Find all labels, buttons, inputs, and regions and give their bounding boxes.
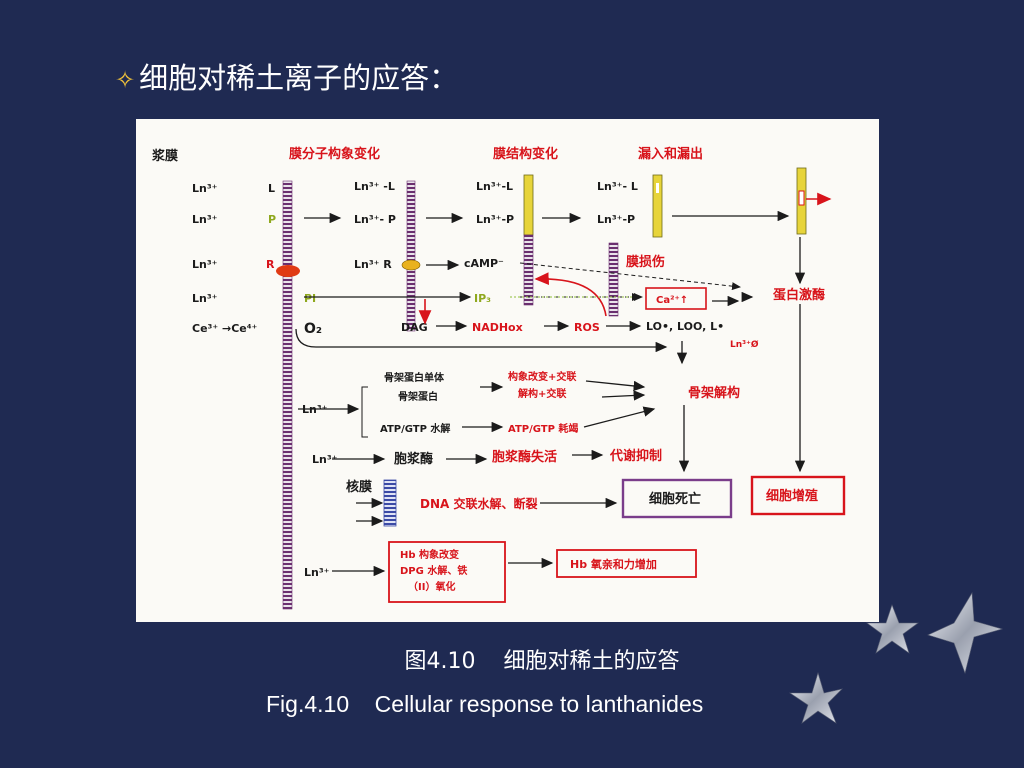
complex-P-3: Ln³⁺-P: [476, 213, 514, 226]
flow-arrows: [295, 210, 806, 577]
radicals-label: LO•, LOO, L•: [646, 320, 724, 333]
calcium-label: Ca²⁺↑: [656, 295, 688, 306]
nadh-label: NADHox: [472, 321, 523, 334]
skeleton-disassembly: 骨架解构: [688, 385, 740, 401]
membrane-bar-4-yellow: [652, 174, 663, 238]
cytoskeleton-bracket: [361, 386, 368, 438]
hb-line-3: （II）氧化: [408, 580, 455, 593]
ion-label-7: Ln³⁺: [304, 566, 330, 579]
complex-L-4: Ln³⁺- L: [597, 180, 638, 193]
receptor-bound-ellipse: [401, 259, 421, 271]
star-icon-small: [866, 604, 919, 654]
cytoplasmic-enzyme: 胞浆酶: [393, 451, 433, 467]
header-structure: 膜结构变化: [493, 146, 558, 162]
dissociation-crosslink: 解构+交联: [518, 387, 566, 400]
complex-P-2: Ln³⁺- P: [354, 213, 396, 226]
ion-label-3: Ln³⁺: [192, 258, 218, 271]
caption-chinese: 图4.10 细胞对稀土的应答: [404, 649, 680, 674]
response-diagram: 浆膜 膜分子构象变化 膜结构变化 漏入和漏出 Ln³⁺ Ln³⁺ Ln³⁺ Ln…: [136, 119, 879, 622]
slide-title: ✧细胞对稀土离子的应答：: [115, 58, 458, 100]
metabolic-inhibition: 代谢抑制: [609, 448, 662, 464]
damaged-membrane-bar: [608, 242, 619, 317]
calcium-box: [645, 287, 707, 310]
receptor-red-ellipse: [276, 265, 300, 277]
ip3-label: IP₃: [474, 292, 491, 305]
membrane-damage-label: 膜损伤: [626, 254, 665, 270]
nuclear-membrane-bar: [383, 479, 397, 527]
ligand-L: L: [268, 182, 275, 195]
cell-proliferation-box: [750, 475, 846, 516]
cytoskeleton-protein: 骨架蛋白: [398, 390, 438, 403]
camp-label: cAMP⁻: [464, 257, 504, 270]
cell-proliferation-label: 细胞增殖: [766, 488, 818, 504]
diagram-svg: 浆膜 膜分子构象变化 膜结构变化 漏入和漏出 Ln³⁺ Ln³⁺ Ln³⁺ Ln…: [151, 146, 846, 610]
membrane-bar-3-yellow: [523, 174, 534, 236]
ion-label-4: Ln³⁺: [192, 292, 218, 305]
dag-label: DAG: [401, 321, 428, 334]
ion-label-2: Ln³⁺: [192, 213, 218, 226]
nuclear-membrane-label: 核膜: [346, 479, 372, 495]
diamond-bullet-icon: ✧: [115, 66, 136, 94]
hb-line-2: DPG 水解、铁: [400, 564, 467, 577]
conformation-crosslink: 构象改变+交联: [508, 370, 576, 383]
header-conformation: 膜分子构象变化: [289, 146, 380, 162]
cytoskeleton-monomer: 骨架蛋白单体: [384, 371, 445, 384]
star-icon-bottom: [789, 671, 843, 724]
hb-affinity-label: Hb 氧亲和力增加: [570, 557, 657, 571]
atp-hydrolysis: ATP/GTP 水解: [380, 422, 450, 435]
cell-death-label: 细胞死亡: [649, 491, 701, 507]
protein-kinase-label: 蛋白激酶: [773, 287, 825, 303]
decorative-stars: [789, 592, 1004, 724]
ce-oxidation: Ce³⁺ →Ce⁴⁺: [192, 322, 258, 335]
cell-death-box: [621, 478, 733, 519]
ion-label-1: Ln³⁺: [192, 182, 218, 195]
hb-box: [388, 541, 506, 603]
ln-oxide-label: Ln³⁺Ø: [730, 339, 759, 350]
membrane-bar-2: [406, 180, 416, 332]
ligand-PI: PI: [304, 292, 316, 305]
ligand-R: R: [266, 258, 275, 271]
oxygen-label: O₂: [304, 321, 322, 337]
hb-affinity-box: [556, 549, 697, 578]
atp-depletion: ATP/GTP 耗竭: [508, 422, 578, 435]
open-channel: [798, 190, 805, 206]
header-leak: 漏入和漏出: [638, 146, 703, 162]
hb-line-1: Hb 构象改变: [400, 548, 459, 561]
slide-title-text: 细胞对稀土离子的应答：: [139, 61, 459, 95]
ligand-P: P: [268, 213, 276, 226]
membrane-bar-3: [523, 234, 534, 306]
leak-gap: [656, 183, 659, 193]
complex-P-4: Ln³⁺-P: [597, 213, 635, 226]
complex-L-3: Ln³⁺-L: [476, 180, 513, 193]
red-arrows: [418, 192, 832, 325]
star-icon-large: [927, 592, 1004, 675]
header-membrane: 浆膜: [151, 148, 178, 164]
dna-damage-label: DNA 交联水解、断裂: [420, 496, 537, 511]
ros-label: ROS: [574, 321, 600, 334]
plasma-membrane-bar: [282, 180, 293, 610]
ion-label-6: Ln³⁺: [312, 453, 338, 466]
complex-R-2: Ln³⁺ R: [354, 258, 392, 271]
enzyme-inactivation: 胞浆酶失活: [491, 449, 557, 465]
complex-L-2: Ln³⁺ -L: [354, 180, 395, 193]
caption-english: Fig.4.10 Cellular response to lanthanide…: [266, 691, 704, 717]
